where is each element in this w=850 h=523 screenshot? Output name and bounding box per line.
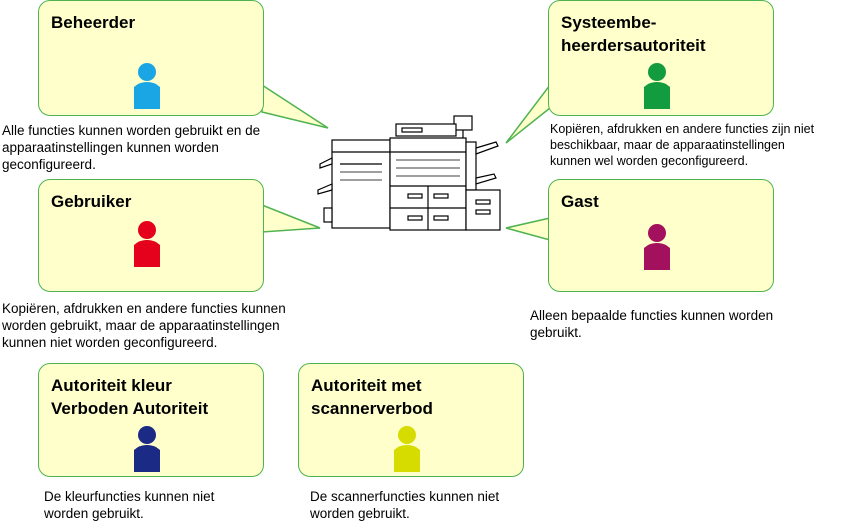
gast-bubble: Gast [548,179,774,292]
gebruiker-description: Kopiëren, afdrukken en andere functies k… [2,301,286,350]
person-icon [644,224,670,270]
person-icon [644,63,670,109]
systeembeheerder-tail [505,82,551,144]
printer-icon [317,115,501,231]
beheerder-bubble: Beheerder [38,0,264,116]
person-icon [134,63,160,109]
gast-title: Gast [561,192,599,211]
person-icon [394,426,420,472]
gast-description: Alleen bepaalde functies kunnen worden g… [530,308,774,340]
autoriteit-kleur-title: Autoriteit kleur Verboden Autoriteit [51,376,209,418]
autoriteit-scanner-bubble: Autoriteit met scannerverbod [298,363,524,477]
gebruiker-bubble: Gebruiker [38,179,264,292]
beheerder-title: Beheerder [51,13,136,32]
gebruiker-tail [261,203,321,233]
gebruiker-title: Gebruiker [51,192,132,211]
beheerder-description: Alle functies kunnen worden gebruikt en … [2,123,261,172]
autoriteit-kleur-description: De kleurfuncties kunnen niet worden gebr… [44,489,215,521]
autoriteit-scanner-description: De scannerfuncties kunnen niet worden ge… [310,489,500,521]
autoriteit-scanner-title: Autoriteit met scannerverbod [311,376,433,418]
person-icon [134,221,160,267]
gast-tail [505,217,551,241]
systeembeheerder-title: Systeembe- heerdersautoriteit [561,13,706,55]
autoriteit-kleur-bubble: Autoriteit kleur Verboden Autoriteit [38,363,264,477]
systeembeheerder-description: Kopiëren, afdrukken en andere functies z… [550,122,815,168]
person-icon [134,426,160,472]
systeembeheerder-bubble: Systeembe- heerdersautoriteit [548,0,774,116]
